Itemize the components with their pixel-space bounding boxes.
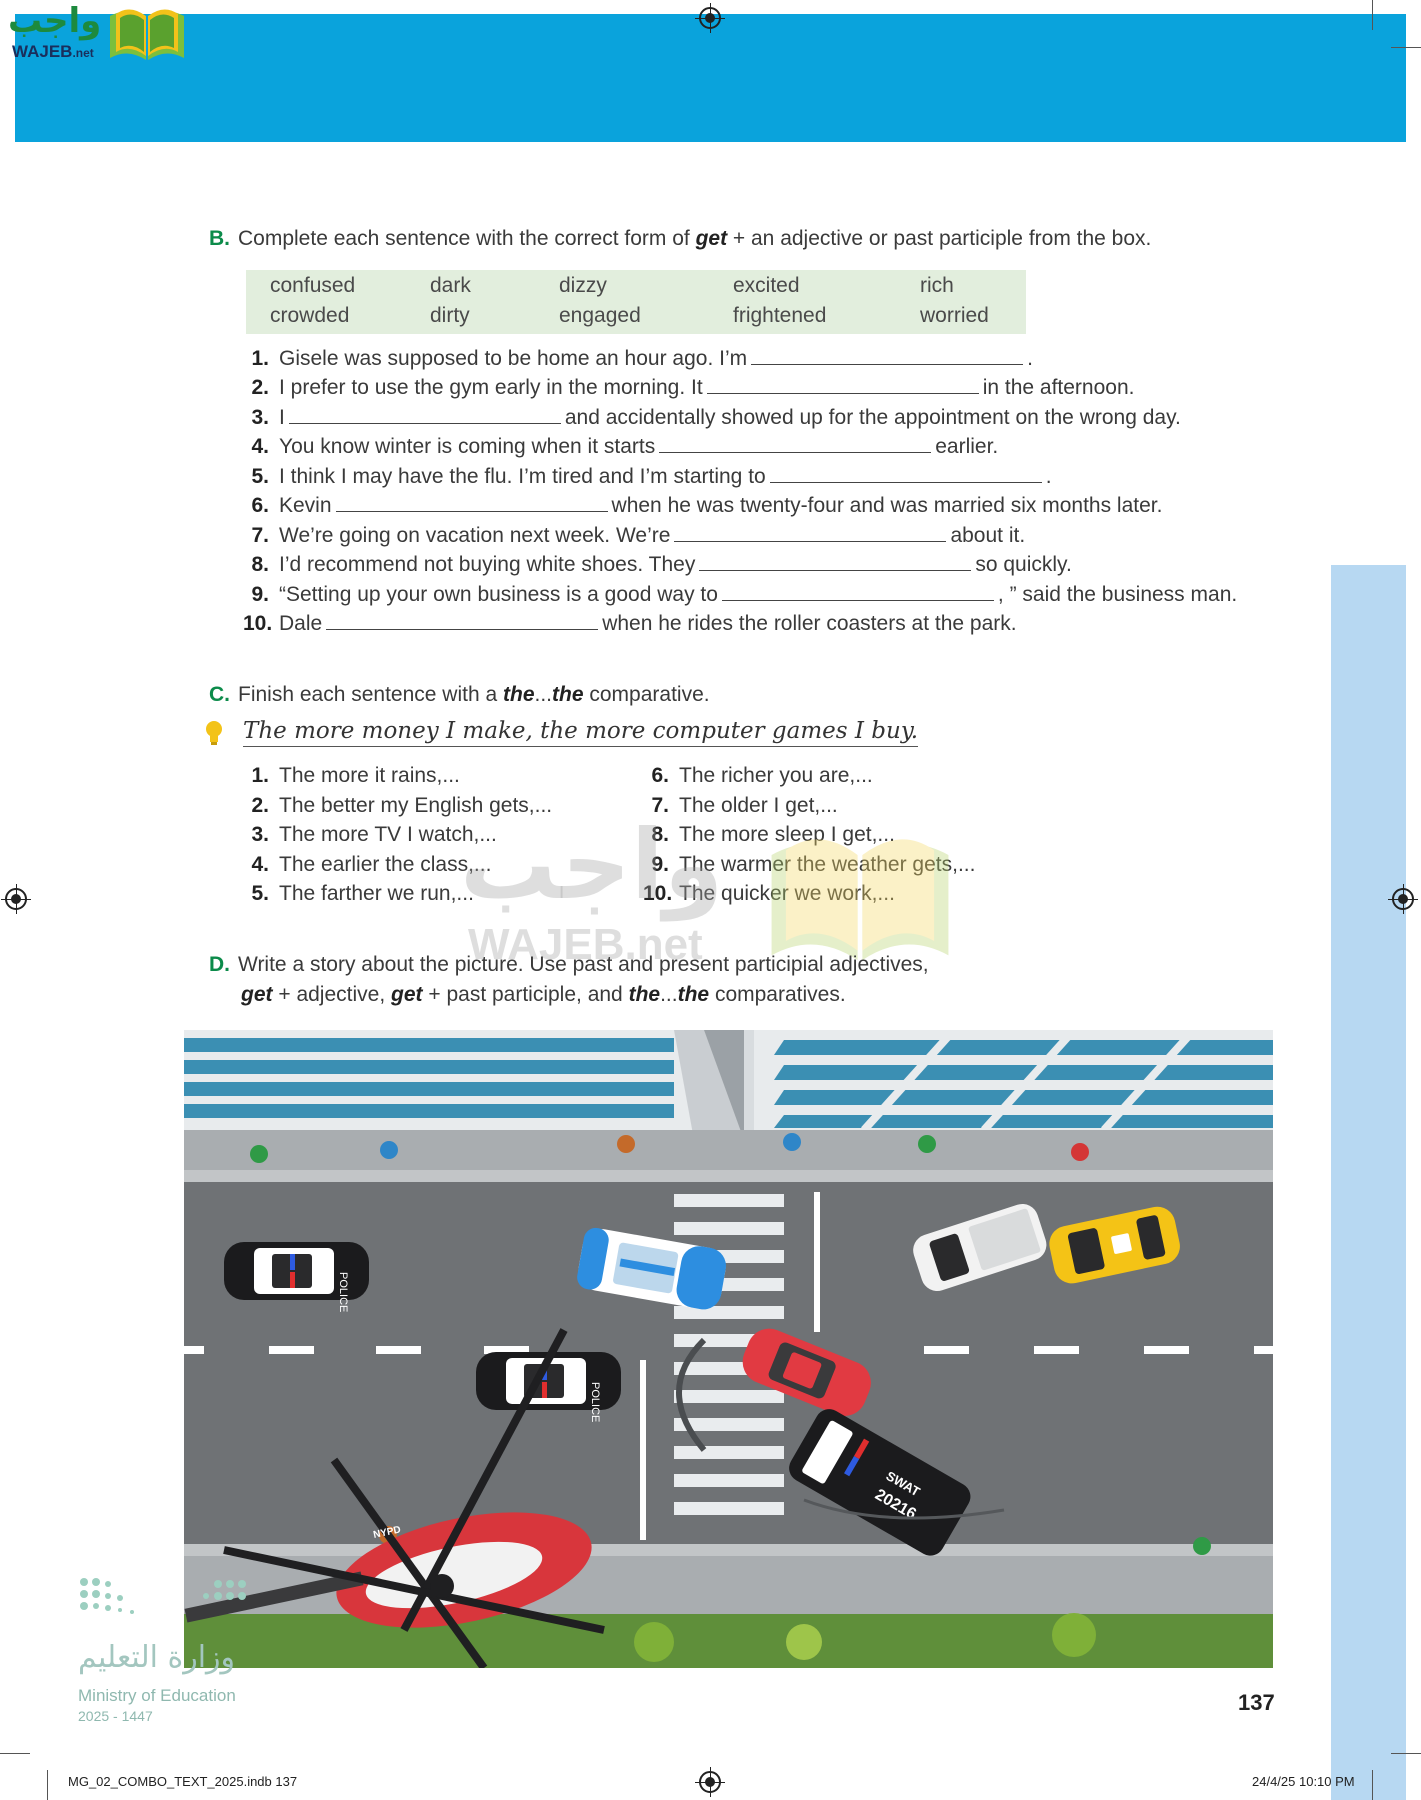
exercise-b-item: 9.“Setting up your own business is a goo… — [251, 582, 1238, 606]
exercise-c-item: 1.The more it rains,... — [251, 764, 460, 787]
answer-blank[interactable] — [326, 611, 599, 630]
street-chase-illustration: POLICE POLICE SWAT — [184, 1030, 1273, 1668]
exercise-c-item: 9.The warmer the weather gets,... — [651, 853, 975, 876]
exercise-c-item: 10.The quicker we work,... — [643, 882, 895, 905]
word: dizzy — [559, 274, 607, 297]
trim-mark — [1391, 1753, 1421, 1754]
logo-latin[interactable]: WAJEB.net — [12, 42, 94, 61]
trim-mark — [47, 1770, 48, 1800]
exercise-letter: D. — [209, 953, 230, 976]
watermark-book-icon — [771, 839, 949, 961]
exercise-b-instruction: B.Complete each sentence with the correc… — [209, 227, 1152, 250]
registration-mark-left — [1, 884, 31, 914]
exercise-d-instruction: D.Write a story about the picture. Use p… — [209, 953, 929, 976]
exercise-b-item: 4.You know winter is coming when it star… — [251, 434, 999, 458]
word: worried — [920, 304, 989, 327]
word: dirty — [430, 304, 470, 327]
exercise-c-item: 4.The earlier the class,... — [251, 853, 492, 876]
answer-blank[interactable] — [288, 405, 561, 424]
exercise-d-instruction-line2: get + adjective, get + past participle, … — [241, 983, 846, 1006]
answer-blank[interactable] — [659, 434, 932, 453]
exercise-c-item: 3.The more TV I watch,... — [251, 823, 497, 846]
word-box: confused crowded dark dirty dizzy engage… — [246, 270, 1026, 334]
answer-blank[interactable] — [769, 464, 1042, 483]
lightbulb-icon — [206, 721, 222, 745]
ministry-name-arabic: وزارة التعليم — [78, 1640, 236, 1675]
answer-blank[interactable] — [751, 346, 1024, 365]
exercise-letter: B. — [209, 227, 230, 250]
footer-date: 24/4/25 10:10 PM — [1252, 1774, 1355, 1789]
answer-blank[interactable] — [706, 375, 979, 394]
word: engaged — [559, 304, 641, 327]
exercise-b-item: 7.We’re going on vacation next week. We’… — [251, 523, 1026, 547]
police-car-label: POLICE — [589, 1382, 601, 1422]
word: dark — [430, 274, 471, 297]
trim-mark — [1372, 1770, 1373, 1800]
exercise-c-instruction: C.Finish each sentence with a the...the … — [209, 683, 710, 706]
word: crowded — [270, 304, 350, 327]
exercise-c-item: 5.The farther we run,... — [251, 882, 474, 905]
word: excited — [733, 274, 800, 297]
word: frightened — [733, 304, 827, 327]
example-sentence: The more money I make, the more computer… — [243, 718, 919, 747]
ministry-logo-icon — [80, 1578, 246, 1614]
page-number: 137 — [1238, 1690, 1275, 1715]
building-right — [754, 1030, 1273, 1133]
exercise-b-item: 5.I think I may have the flu. I’m tired … — [251, 464, 1052, 488]
building-left — [184, 1030, 744, 1140]
ministry-name-english: Ministry of Education — [78, 1686, 236, 1705]
word: rich — [920, 274, 954, 297]
answer-blank[interactable] — [335, 493, 608, 512]
watermark-arabic: واجب — [460, 809, 724, 921]
word: confused — [270, 274, 356, 297]
registration-mark-bottom — [695, 1767, 725, 1797]
trim-mark — [1391, 47, 1421, 48]
exercise-letter: C. — [209, 683, 230, 706]
trim-mark — [0, 1753, 30, 1754]
helicopter: NYPD — [184, 1328, 605, 1668]
book-logo-icon — [110, 9, 184, 61]
exercise-b-item: 8.I’d recommend not buying white shoes. … — [251, 552, 1072, 576]
keyword-get: get — [695, 227, 728, 250]
registration-mark-right — [1388, 884, 1418, 914]
footer-file-name: MG_02_COMBO_TEXT_2025.indb 137 — [68, 1774, 298, 1789]
side-band — [1331, 565, 1406, 1800]
police-car-label: POLICE — [337, 1272, 349, 1312]
answer-blank[interactable] — [699, 552, 972, 571]
logo-arabic[interactable]: واجب — [8, 1, 102, 41]
exercise-c-item: 7.The older I get,... — [651, 794, 838, 817]
exercise-b-item: 1.Gisele was supposed to be home an hour… — [251, 346, 1033, 370]
watermark-latin: WAJEB.net — [468, 920, 703, 969]
exercise-c-item: 6.The richer you are,... — [651, 764, 873, 787]
answer-blank[interactable] — [721, 582, 994, 601]
answer-blank[interactable] — [674, 523, 947, 542]
trim-mark — [1372, 0, 1373, 30]
exercise-b-item: 2.I prefer to use the gym early in the m… — [251, 375, 1135, 399]
registration-mark-top — [695, 3, 725, 33]
ministry-year: 2025 - 1447 — [78, 1708, 153, 1724]
exercise-c-item: 2.The better my English gets,... — [251, 794, 553, 817]
header-band — [15, 14, 1406, 142]
exercise-c-item: 8.The more sleep I get,... — [651, 823, 895, 846]
